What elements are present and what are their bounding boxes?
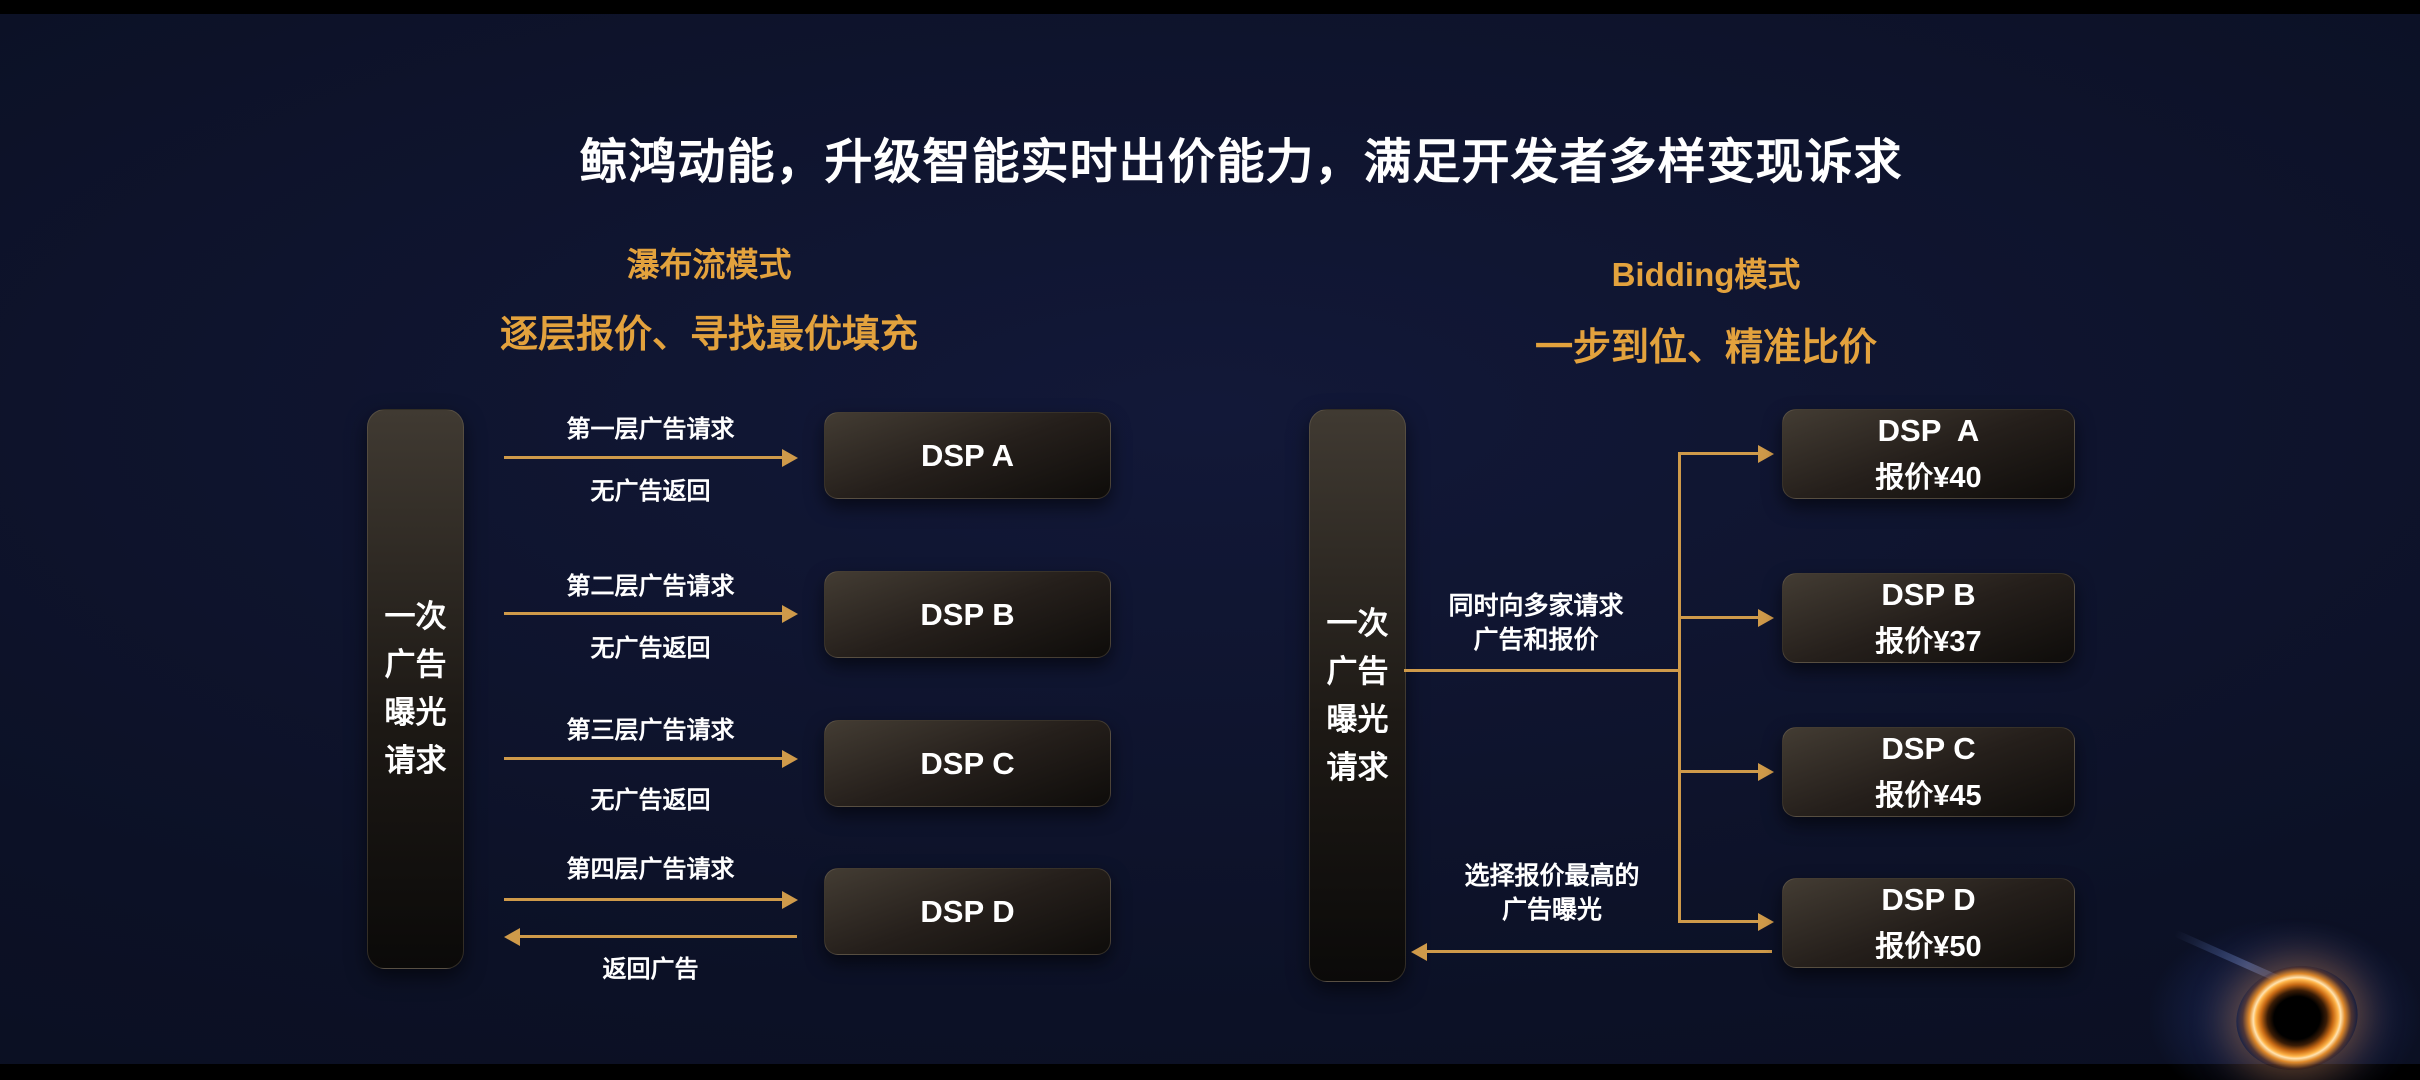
bottom-letterbox-band bbox=[0, 1064, 2420, 1080]
waterfall-subheading: 逐层报价、寻找最优填充 bbox=[499, 314, 919, 356]
bidding-dsp-a-box: DSP A 报价¥40 bbox=[1782, 409, 2075, 499]
bidding-dsp-c-box: DSP C 报价¥45 bbox=[1782, 727, 2075, 817]
bidding-dsp-d-name: DSP D bbox=[1881, 881, 1976, 917]
tier1-request-arrow bbox=[504, 456, 782, 459]
bidding-dsp-b-name: DSP B bbox=[1881, 576, 1976, 612]
waterfall-dsp-d-box: DSP D bbox=[824, 868, 1111, 955]
bidding-branch-arrow-d bbox=[1678, 920, 1758, 923]
tier1-request-label: 第一层广告请求 bbox=[566, 416, 735, 443]
waterfall-dsp-d-label: DSP D bbox=[920, 893, 1015, 929]
bidding-spine-line bbox=[1678, 452, 1681, 923]
top-letterbox-band bbox=[0, 0, 2420, 14]
bidding-request-box-label: 一次 广告 曝光 请求 bbox=[1326, 605, 1389, 785]
tier2-request-arrow bbox=[504, 612, 782, 615]
bidding-heading: Bidding模式 bbox=[1611, 256, 1801, 293]
waterfall-dsp-b-box: DSP B bbox=[824, 571, 1111, 658]
tier2-request-label: 第二层广告请求 bbox=[566, 573, 735, 600]
bidding-return-arrow bbox=[1427, 950, 1772, 953]
bidding-branch-arrow-b bbox=[1678, 616, 1758, 619]
bidding-request-box: 一次 广告 曝光 请求 bbox=[1309, 409, 1406, 982]
bidding-dsp-d-box: DSP D 报价¥50 bbox=[1782, 878, 2075, 968]
tier3-request-label: 第三层广告请求 bbox=[566, 717, 735, 744]
bidding-branch-arrow-c bbox=[1678, 770, 1758, 773]
bidding-dsp-b-box: DSP B 报价¥37 bbox=[1782, 573, 2075, 663]
waterfall-dsp-c-box: DSP C bbox=[824, 720, 1111, 807]
bidding-select-label: 选择报价最高的 广告曝光 bbox=[1464, 862, 1640, 924]
waterfall-request-box: 一次 广告 曝光 请求 bbox=[367, 409, 464, 969]
bidding-dsp-b-price: 报价¥37 bbox=[1875, 625, 1982, 658]
tier4-return-arrow bbox=[520, 935, 797, 938]
bidding-dsp-c-price: 报价¥45 bbox=[1875, 779, 1982, 812]
bidding-request-arrow-label: 同时向多家请求 广告和报价 bbox=[1448, 592, 1624, 654]
waterfall-heading: 瀑布流模式 bbox=[626, 246, 792, 283]
bidding-dsp-d-price: 报价¥50 bbox=[1875, 930, 1982, 963]
tier3-return-label: 无广告返回 bbox=[590, 787, 711, 814]
bidding-trunk-line bbox=[1404, 669, 1681, 672]
bidding-subheading: 一步到位、精准比价 bbox=[1534, 327, 1878, 369]
slide-title: 鲸鸿动能，升级智能实时出价能力，满足开发者多样变现诉求 bbox=[579, 136, 1903, 189]
tier4-request-label: 第四层广告请求 bbox=[566, 856, 735, 883]
tier3-request-arrow bbox=[504, 757, 782, 760]
waterfall-dsp-a-label: DSP A bbox=[920, 437, 1015, 473]
bidding-dsp-a-name: DSP A bbox=[1877, 412, 1980, 448]
waterfall-request-box-label: 一次 广告 曝光 请求 bbox=[384, 599, 447, 778]
tier4-request-arrow bbox=[504, 898, 782, 901]
waterfall-dsp-c-label: DSP C bbox=[920, 745, 1015, 781]
tier2-return-label: 无广告返回 bbox=[590, 635, 711, 662]
bidding-branch-arrow-a bbox=[1678, 452, 1758, 455]
tier4-return-label: 返回广告 bbox=[602, 956, 699, 983]
bidding-dsp-a-price: 报价¥40 bbox=[1875, 461, 1982, 494]
waterfall-dsp-b-label: DSP B bbox=[920, 596, 1015, 632]
waterfall-dsp-a-box: DSP A bbox=[824, 412, 1111, 499]
bidding-dsp-c-name: DSP C bbox=[1881, 730, 1976, 766]
tier1-return-label: 无广告返回 bbox=[590, 478, 711, 505]
